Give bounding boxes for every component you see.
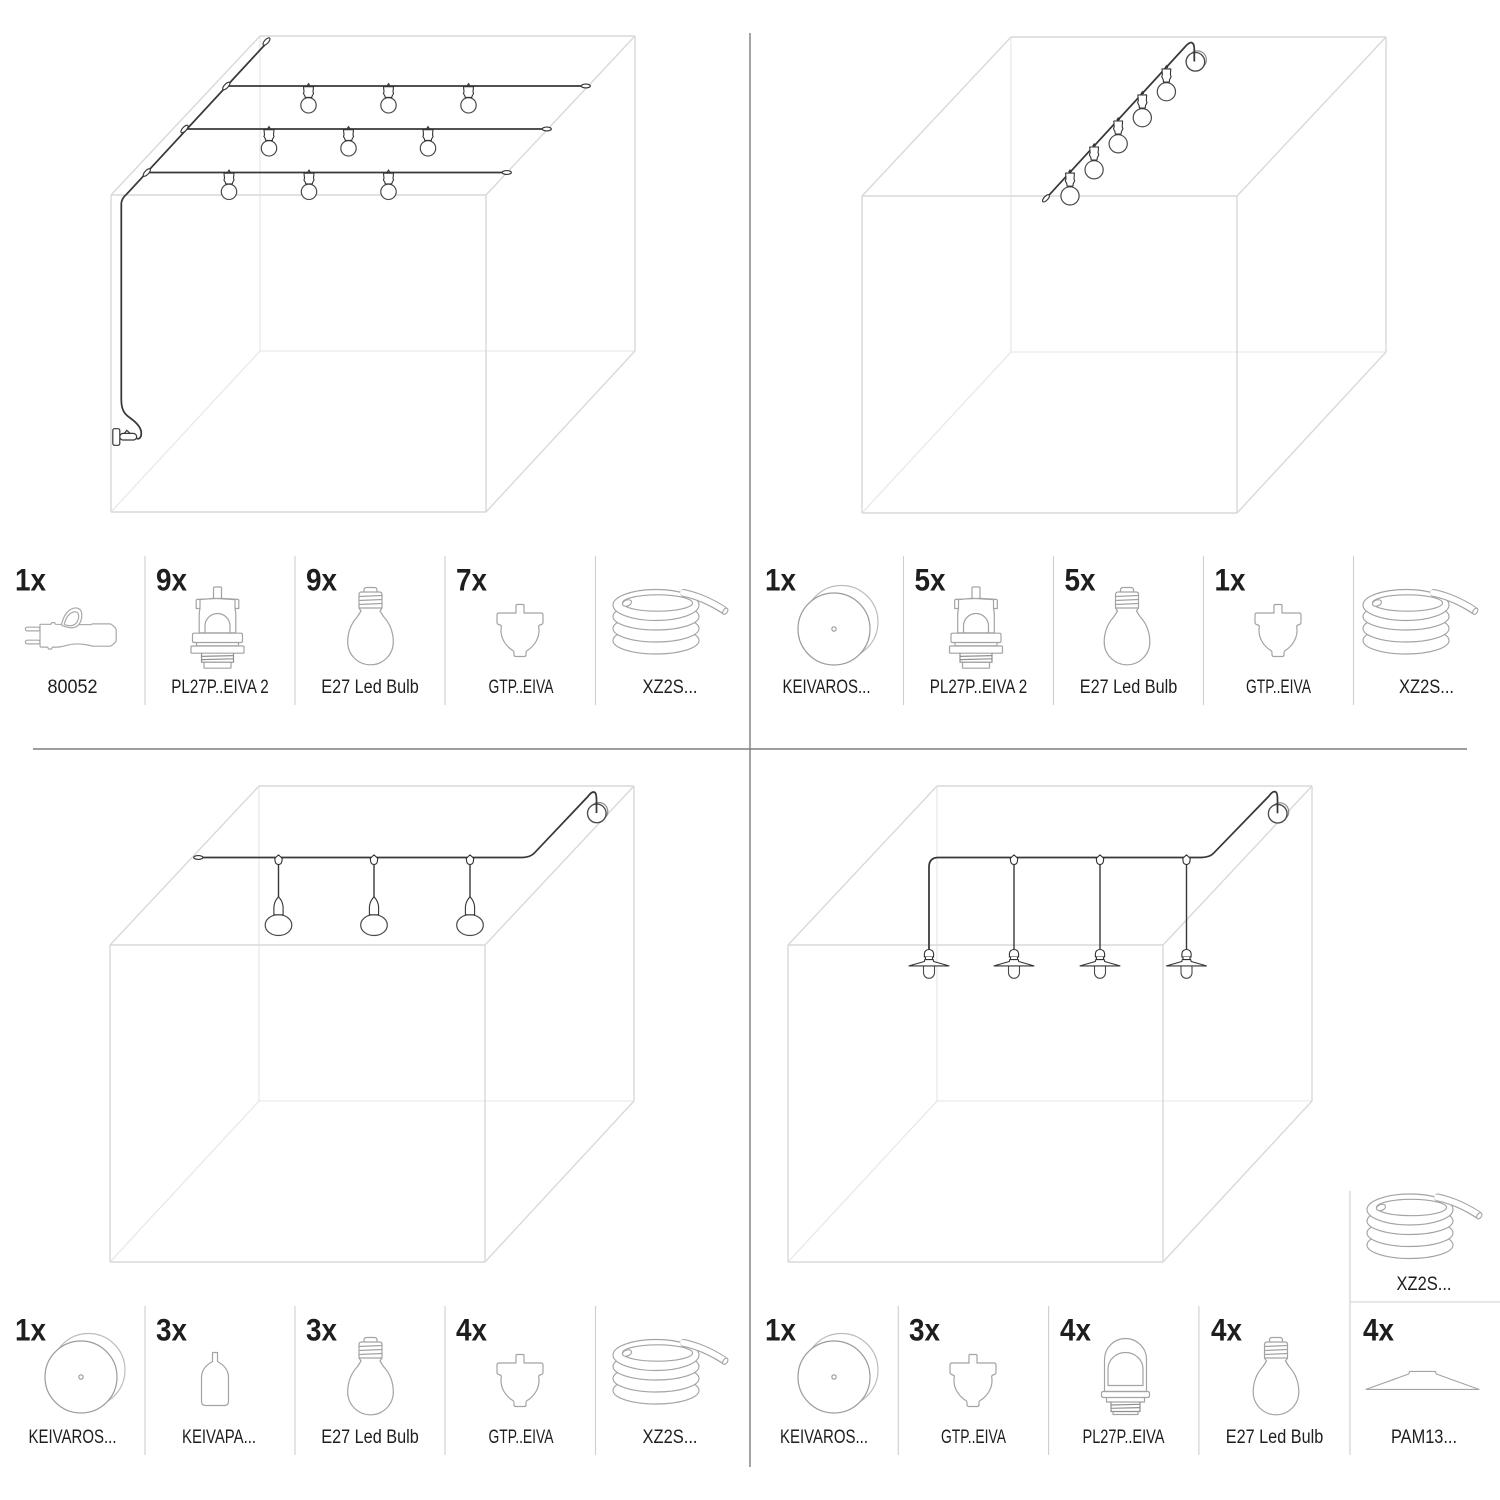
svg-text:PL27P..EIVA 2: PL27P..EIVA 2 <box>171 677 269 698</box>
svg-text:5x: 5x <box>915 562 946 598</box>
svg-text:XZ2S...: XZ2S... <box>1399 677 1454 698</box>
svg-text:4x: 4x <box>1211 1312 1242 1348</box>
svg-text:GTP..EIVA: GTP..EIVA <box>1246 677 1311 698</box>
svg-text:KEIVAROS...: KEIVAROS... <box>780 1427 868 1448</box>
svg-text:PAM13...: PAM13... <box>1391 1427 1457 1448</box>
svg-text:GTP..EIVA: GTP..EIVA <box>489 677 554 698</box>
svg-text:7x: 7x <box>456 562 487 598</box>
svg-text:GTP..EIVA: GTP..EIVA <box>941 1427 1006 1448</box>
svg-text:9x: 9x <box>156 562 187 598</box>
svg-text:KEIVAPA...: KEIVAPA... <box>182 1427 256 1448</box>
svg-text:E27 Led Bulb: E27 Led Bulb <box>321 1427 419 1448</box>
svg-text:5x: 5x <box>1065 562 1096 598</box>
svg-text:GTP..EIVA: GTP..EIVA <box>489 1427 554 1448</box>
svg-text:1x: 1x <box>15 1312 46 1348</box>
svg-text:1x: 1x <box>15 562 46 598</box>
svg-text:3x: 3x <box>156 1312 187 1348</box>
svg-text:4x: 4x <box>456 1312 487 1348</box>
svg-text:E27 Led Bulb: E27 Led Bulb <box>321 677 419 698</box>
svg-text:KEIVAROS...: KEIVAROS... <box>29 1427 117 1448</box>
svg-text:4x: 4x <box>1060 1312 1091 1348</box>
svg-text:1x: 1x <box>765 562 796 598</box>
svg-text:KEIVAROS...: KEIVAROS... <box>783 677 871 698</box>
svg-text:PL27P..EIVA: PL27P..EIVA <box>1083 1427 1165 1448</box>
svg-text:E27 Led Bulb: E27 Led Bulb <box>1226 1427 1324 1448</box>
svg-text:1x: 1x <box>765 1312 796 1348</box>
svg-text:4x: 4x <box>1363 1312 1394 1348</box>
svg-text:PL27P..EIVA 2: PL27P..EIVA 2 <box>930 677 1028 698</box>
svg-text:XZ2S...: XZ2S... <box>1397 1274 1452 1295</box>
svg-text:3x: 3x <box>909 1312 940 1348</box>
svg-text:9x: 9x <box>306 562 337 598</box>
svg-text:80052: 80052 <box>48 677 98 698</box>
svg-text:3x: 3x <box>306 1312 337 1348</box>
svg-text:XZ2S...: XZ2S... <box>643 1427 698 1448</box>
svg-text:XZ2S...: XZ2S... <box>643 677 698 698</box>
svg-text:E27 Led Bulb: E27 Led Bulb <box>1080 677 1178 698</box>
svg-text:1x: 1x <box>1215 562 1246 598</box>
